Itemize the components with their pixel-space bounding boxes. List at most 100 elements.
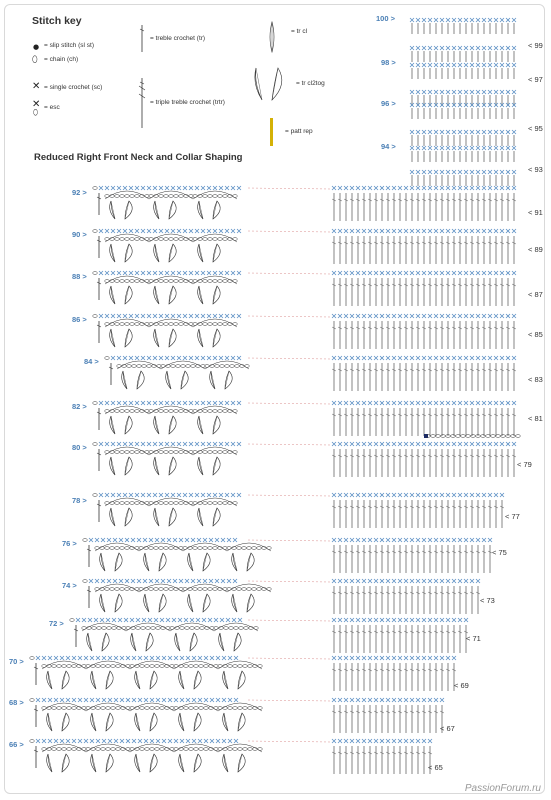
block-sc-row <box>409 270 415 276</box>
leaf-cluster-vein <box>61 712 67 732</box>
edge-stitch-bar <box>96 411 102 415</box>
upper-sc-row <box>433 62 439 68</box>
block-sc-row <box>481 313 487 319</box>
upper-sc-row <box>505 45 511 51</box>
sc-row <box>176 270 182 276</box>
arc-chain <box>115 664 121 668</box>
chain-arc <box>148 318 194 328</box>
block-sc-row <box>421 355 427 361</box>
arc-chain <box>227 501 233 505</box>
guide-dash <box>247 272 331 275</box>
block-sc-row <box>373 537 379 543</box>
leaf-cluster-vein <box>91 753 97 773</box>
arc-chain <box>135 626 141 630</box>
upper-sc-row <box>475 62 481 68</box>
leaf-cluster-vein <box>124 507 130 527</box>
leaf-cluster-vein <box>122 370 128 390</box>
chain-arc <box>138 542 184 552</box>
leaf-cluster-vein <box>198 285 204 305</box>
sc-row <box>100 578 106 584</box>
sc-row <box>130 578 136 584</box>
arc-chain <box>178 501 184 505</box>
block-stitch-bar <box>505 413 511 417</box>
arc-chain <box>203 706 209 710</box>
block-sc-row <box>379 185 385 191</box>
block-sc-row <box>409 738 415 744</box>
block-stitch-bar <box>445 241 451 245</box>
sc-row <box>221 697 227 703</box>
block-sc-row <box>355 441 361 447</box>
arc-chain <box>144 322 150 326</box>
upper-sc-row <box>475 129 481 135</box>
arc-chain <box>163 587 169 591</box>
block-sc-row <box>481 400 487 406</box>
arc-chain <box>110 747 116 751</box>
arc-chain <box>236 546 242 550</box>
arc-chain <box>217 450 223 454</box>
sc-row <box>190 537 196 543</box>
block-stitch-bar <box>373 591 379 595</box>
leaf-cluster-vein <box>179 670 185 690</box>
upper-sc-row <box>433 17 439 23</box>
arc-chain <box>193 747 199 751</box>
block-stitch-bar <box>397 668 403 672</box>
arc-chain <box>217 322 223 326</box>
block-sc-row <box>421 228 427 234</box>
upper-sc-row <box>427 145 433 151</box>
chain-arc <box>104 275 150 285</box>
block-sc-row <box>385 492 391 498</box>
sc-row <box>158 355 164 361</box>
key-tr-cl2tog: = tr cl2tog <box>296 80 325 87</box>
leaf-cluster-vein <box>175 632 181 652</box>
leaf-cluster-vein <box>198 456 204 476</box>
leaf-cluster-vein <box>179 753 185 773</box>
block-stitch-bar <box>349 505 355 509</box>
sc-row <box>173 655 179 661</box>
arc-chain <box>203 664 209 668</box>
upper-sc-row <box>421 129 427 135</box>
row-label-68: 68 > <box>9 698 24 707</box>
arc-chain <box>237 747 243 751</box>
edge-stitch-bar <box>96 452 102 456</box>
sc-row <box>194 400 200 406</box>
arc-chain <box>242 706 248 710</box>
arc-chain <box>251 546 257 550</box>
chain-arc <box>104 405 150 415</box>
arc-chain <box>257 706 263 710</box>
block-stitch-bar <box>379 454 385 458</box>
chain-arc <box>138 583 184 593</box>
block-sc-row <box>349 400 355 406</box>
sc-row <box>212 270 218 276</box>
block-sc-row <box>487 400 493 406</box>
upper-sc-row <box>433 102 439 108</box>
upper-sc-row <box>463 102 469 108</box>
block-stitch-bar <box>439 198 445 202</box>
arc-chain <box>81 626 87 630</box>
block-sc-row <box>421 655 427 661</box>
arc-chain <box>208 706 214 710</box>
block-stitch-bar <box>427 241 433 245</box>
sc-row <box>134 400 140 406</box>
block-sc-row <box>373 185 379 191</box>
block-sc-row <box>367 697 373 703</box>
chain-arc <box>94 583 140 593</box>
chain-arc <box>41 743 87 753</box>
leaf-cluster-vein <box>136 370 142 390</box>
row-label-98: 98 > <box>381 58 396 67</box>
block-stitch-bar <box>421 413 427 417</box>
arc-chain <box>227 706 233 710</box>
sc-row <box>213 617 219 623</box>
arc-chain <box>143 587 149 591</box>
block-stitch-bar <box>499 198 505 202</box>
block-sc-row <box>397 617 403 623</box>
block-stitch-bar <box>511 241 517 245</box>
arc-chain <box>124 237 130 241</box>
sc-row <box>119 697 125 703</box>
block-sc-row <box>505 441 511 447</box>
block-sc-row <box>391 578 397 584</box>
arc-chain <box>173 501 179 505</box>
edge-chain <box>69 618 75 622</box>
block-sc-row <box>361 185 367 191</box>
sc-row <box>142 578 148 584</box>
block-sc-row <box>409 617 415 623</box>
